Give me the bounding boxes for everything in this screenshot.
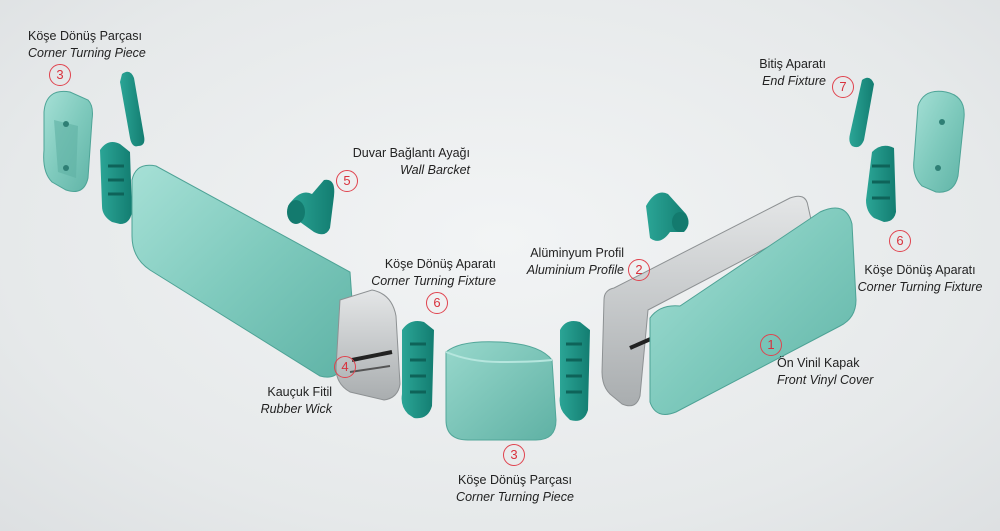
- corner-fixture-mid-right: [559, 321, 590, 421]
- label-wall-bracket: Duvar Bağlantı Ayağı Wall Barcket: [318, 145, 470, 179]
- label-en: Corner Turning Fixture: [857, 280, 983, 294]
- label-tr: Alüminyum Profil: [530, 246, 624, 260]
- label-en: Front Vinyl Cover: [777, 373, 874, 387]
- label-tr: Bitiş Aparatı: [759, 57, 826, 71]
- corner-fixture-mid-left: [401, 321, 434, 419]
- label-corner-fixture-mid: Köşe Dönüş Aparatı Corner Turning Fixtur…: [340, 256, 496, 290]
- number-badge-3-top-left: 3: [49, 64, 71, 86]
- label-en: Corner Turning Piece: [456, 490, 574, 504]
- number-badge-1: 1: [760, 334, 782, 356]
- label-tr: Köşe Dönüş Aparatı: [384, 257, 496, 271]
- label-tr: Köşe Dönüş Aparatı: [864, 263, 976, 277]
- end-strip-left: [120, 71, 145, 147]
- label-aluminium-profile: Alüminyum Profil Aluminium Profile: [508, 245, 624, 279]
- corner-turning-piece-left: [43, 90, 93, 192]
- label-en: End Fixture: [762, 74, 826, 88]
- vinyl-cover-right: [649, 207, 857, 415]
- label-en: Aluminium Profile: [526, 263, 624, 277]
- corner-fixture-left: [100, 142, 132, 224]
- wall-bracket-right: [646, 192, 689, 241]
- corner-turning-piece-right: [913, 90, 965, 193]
- label-corner-turning-piece-bottom: Köşe Dönüş Parçası Corner Turning Piece: [440, 472, 590, 506]
- number-badge-6-mid: 6: [426, 292, 448, 314]
- end-strip-right: [849, 77, 874, 148]
- corner-turning-piece-center: [445, 341, 557, 441]
- number-badge-6-right: 6: [889, 230, 911, 252]
- label-en: Rubber Wick: [260, 402, 332, 416]
- label-end-fixture: Bitiş Aparatı End Fixture: [736, 56, 826, 90]
- label-front-vinyl-cover: Ön Vinil Kapak Front Vinyl Cover: [777, 355, 873, 389]
- label-corner-turning-piece-top-left: Köşe Dönüş Parçası Corner Turning Piece: [28, 28, 146, 62]
- wall-bracket-left: [287, 179, 335, 235]
- label-rubber-wick: Kauçuk Fitil Rubber Wick: [236, 384, 332, 418]
- label-tr: Kauçuk Fitil: [267, 385, 332, 399]
- number-badge-5: 5: [336, 170, 358, 192]
- label-tr: Köşe Dönüş Parçası: [28, 29, 142, 43]
- label-en: Corner Turning Fixture: [371, 274, 496, 288]
- label-en: Corner Turning Piece: [28, 46, 146, 60]
- number-badge-3-bottom: 3: [503, 444, 525, 466]
- label-tr: Ön Vinil Kapak: [777, 356, 860, 370]
- number-badge-4: 4: [334, 356, 356, 378]
- label-corner-fixture-right: Köşe Dönüş Aparatı Corner Turning Fixtur…: [850, 262, 990, 296]
- label-en: Wall Barcket: [400, 163, 470, 177]
- label-tr: Duvar Bağlantı Ayağı: [352, 146, 470, 160]
- label-tr: Köşe Dönüş Parçası: [458, 473, 572, 487]
- number-badge-2: 2: [628, 259, 650, 281]
- number-badge-7: 7: [832, 76, 854, 98]
- corner-fixture-right: [866, 145, 896, 222]
